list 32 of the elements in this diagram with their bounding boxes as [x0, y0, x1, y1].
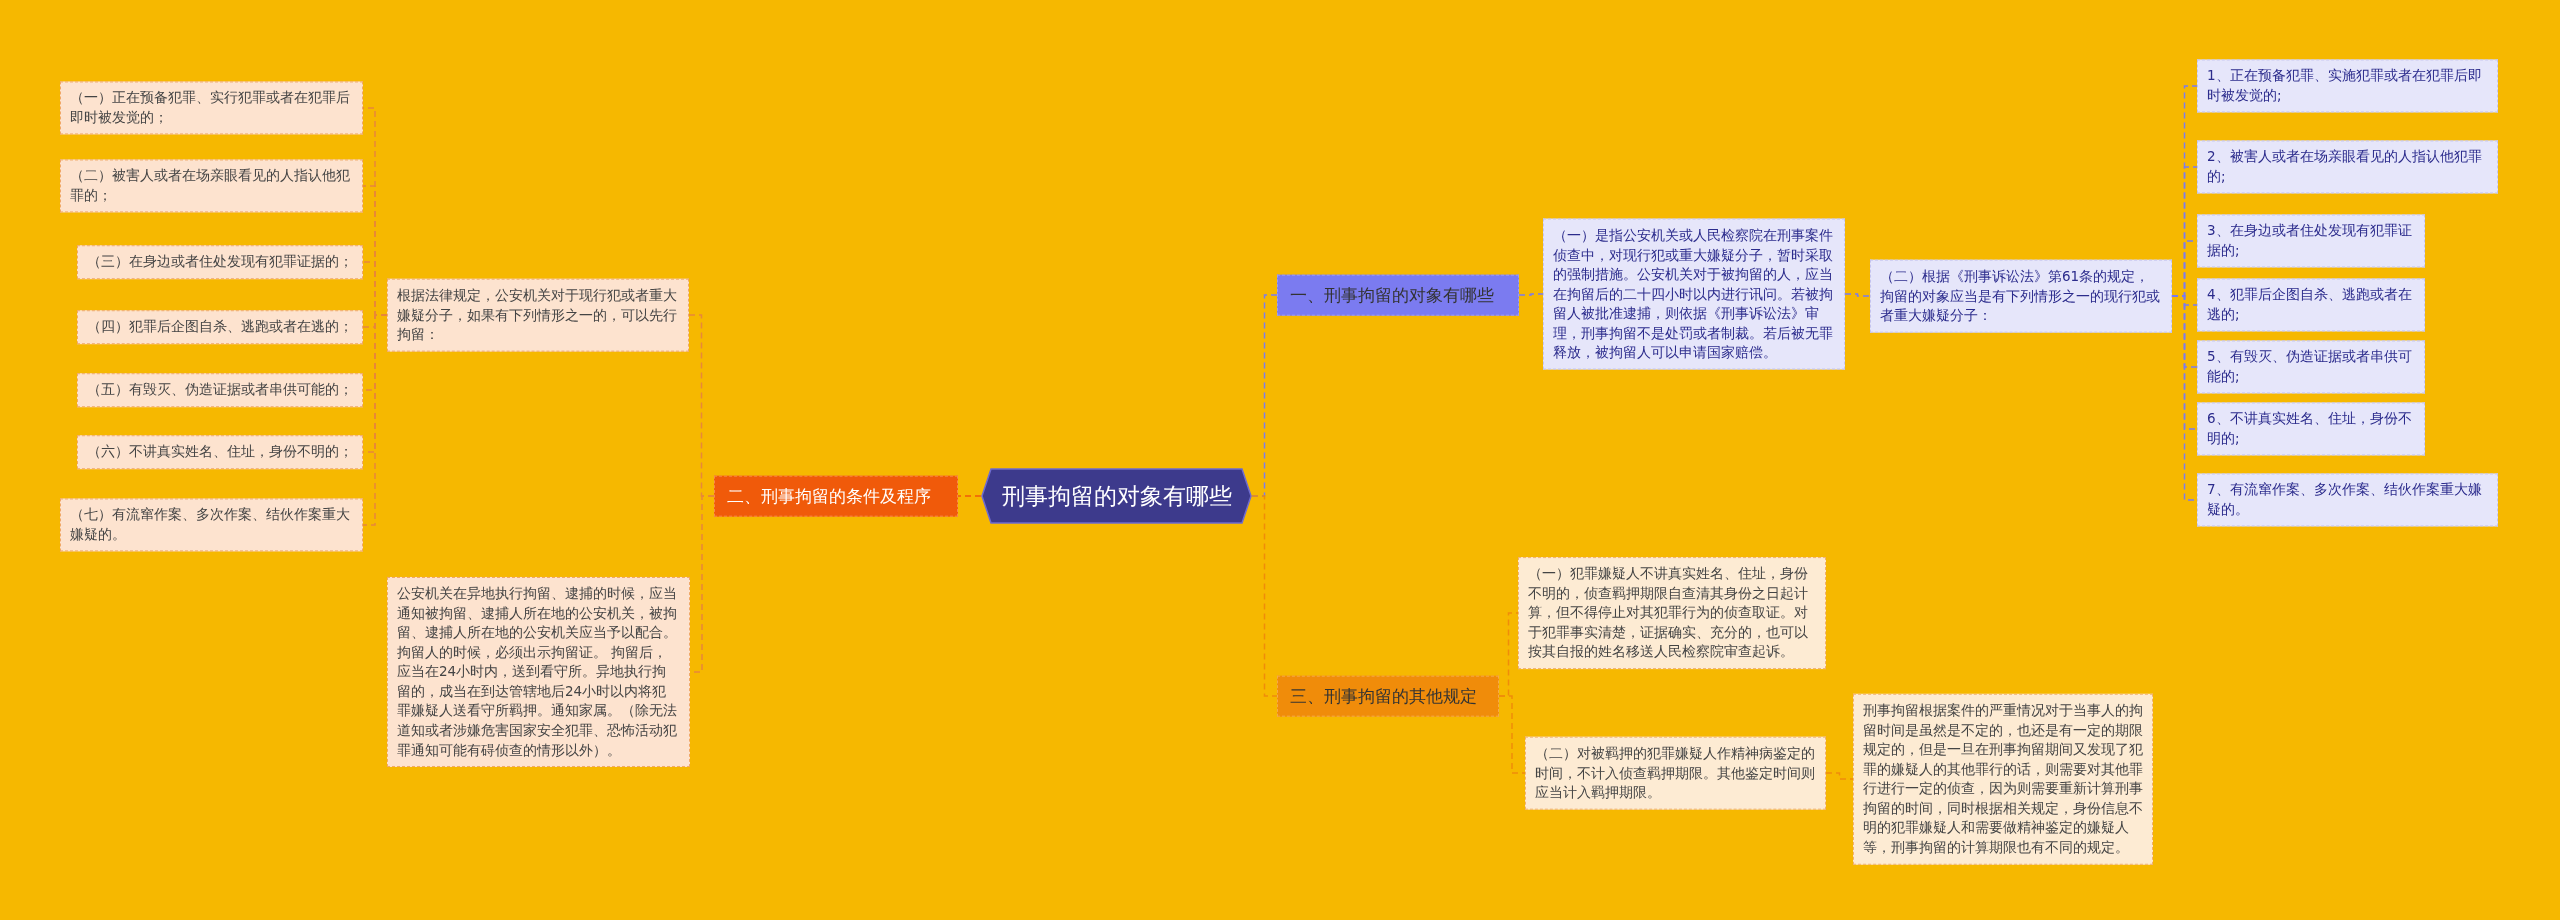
- note-card: （四）犯罪后企图自杀、逃跑或者在逃的；: [77, 310, 363, 344]
- note-card: （一）是指公安机关或人民检察院在刑事案件侦查中，对现行犯或重大嫌疑分子，暂时采取的强制措施。公安机关对于被拘留的人，应当在拘留后的二十四小时以内进行讯问。若被拘留人被批准逮捕，则依据《刑事诉讼法》审理，刑事拘留不是处罚或者制裁。若后被无罪释放，被拘留人可以申请国家赔偿。: [1543, 218, 1845, 370]
- connector-line: [1825, 772, 1854, 780]
- note-card: 3、在身边或者住处发现有犯罪证据的;: [2197, 214, 2425, 268]
- central-topic: 刑事拘留的对象有哪些: [981, 468, 1252, 524]
- note-card: 公安机关在异地执行拘留、逮捕的时候，应当通知被拘留、逮捕人所在地的公安机关，被拘留、逮捕人所在地的公安机关应当予以配合。拘留人的时候，必须出示拘留证。 拘留后，应当在24小时内，送到看守所。异地执行拘留的，成当在到达管辖地后24小时以内将犯罪嫌疑人送看守所羁押。通知家属。（除无法道知或者涉嫌危害国家安全犯罪、恐怖活动犯罪通知可能有碍侦查的情形以外）。: [387, 576, 690, 768]
- note-card: 1、正在预备犯罪、实施犯罪或者在犯罪后即时被发觉的;: [2197, 59, 2498, 113]
- note-card: 7、有流窜作案、多次作案、结伙作案重大嫌疑的。: [2197, 473, 2498, 527]
- note-card: 2、被害人或者在场亲眼看见的人指认他犯罪的;: [2197, 140, 2498, 194]
- branch-topic: 二、刑事拘留的条件及程序: [714, 475, 958, 517]
- note-card: （七）有流窜作案、多次作案、结伙作案重大嫌疑的。: [60, 498, 363, 552]
- note-card: （二）对被羁押的犯罪嫌疑人作精神病鉴定的时间，不计入侦查羁押期限。其他鉴定时间则应当计入羁押期限。: [1525, 736, 1826, 810]
- note-card: 根据法律规定，公安机关对于现行犯或者重大嫌疑分子，如果有下列情形之一的，可以先行拘留：: [387, 278, 689, 352]
- connector-line: [362, 314, 388, 526]
- connector-line: [1498, 695, 1526, 774]
- note-card: （六）不讲真实姓名、住址，身份不明的；: [77, 435, 363, 469]
- branch-topic: 三、刑事拘留的其他规定: [1277, 675, 1499, 717]
- note-card: （一）正在预备犯罪、实行犯罪或者在犯罪后即时被发觉的；: [60, 81, 363, 135]
- branch-topic: 一、刑事拘留的对象有哪些: [1277, 274, 1519, 316]
- note-card: （五）有毁灭、伪造证据或者串供可能的；: [77, 373, 363, 407]
- note-card: （一）犯罪嫌疑人不讲真实姓名、住址，身份不明的，侦查羁押期限自查清其身份之日起计算，但不得停止对其犯罪行为的侦查取证。对于犯罪事实清楚，证据确实、充分的，也可以按其自报的姓名移送人民检察院审查起诉。: [1518, 557, 1826, 669]
- note-card: 6、不讲真实姓名、住址，身份不明的;: [2197, 402, 2425, 456]
- note-card: 5、有毁灭、伪造证据或者串供可能的;: [2197, 340, 2425, 394]
- note-card: 4、犯罪后企图自杀、逃跑或者在逃的;: [2197, 278, 2425, 332]
- connector-line: [1518, 293, 1544, 296]
- connector-line: [1844, 293, 1871, 297]
- note-card: （三）在身边或者住处发现有犯罪证据的；: [77, 245, 363, 279]
- connector-line: [1251, 495, 1278, 697]
- note-card: （二）被害人或者在场亲眼看见的人指认他犯罪的；: [60, 159, 363, 213]
- connector-line: [957, 495, 982, 497]
- note-card: 刑事拘留根据案件的严重情况对于当事人的拘留时间是虽然是不定的，也还是有一定的期限规定的，但是一旦在刑事拘留期间又发现了犯罪的嫌疑人的其他罪行的话，则需要对其他罪行进行一定的侦查，因为则需要重新计算刑事拘留的时间，同时根据相关规定，身份信息不明的犯罪嫌疑人和需要做精神鉴定的嫌疑人等，刑事拘留的计算期限也有不同的规定。: [1853, 693, 2153, 865]
- note-card: （二）根据《刑事诉讼法》第61条的规定，拘留的对象应当是有下列情形之一的现行犯或者重大嫌疑分子：: [1870, 259, 2172, 333]
